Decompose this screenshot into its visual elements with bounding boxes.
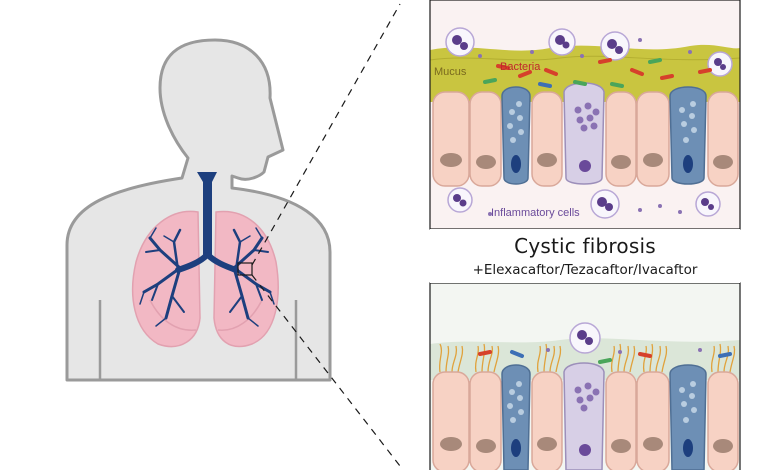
title-box: Cystic fibrosis +Elexacaftor/Tezacaftor/… bbox=[430, 229, 740, 283]
treated-airway-panel bbox=[430, 283, 740, 470]
zoom-lines bbox=[251, 3, 401, 467]
human-silhouette bbox=[65, 38, 332, 382]
inflammatory-cells-label: Inflammatory cells bbox=[491, 207, 580, 219]
cf-airway-panel bbox=[430, 0, 740, 229]
airway-tree bbox=[139, 172, 275, 327]
mucus-label: Mucus bbox=[434, 66, 467, 78]
condition-title: Cystic fibrosis bbox=[514, 234, 656, 258]
bacteria-label: Bacteria bbox=[500, 61, 541, 73]
zoom-box bbox=[237, 262, 253, 276]
treatment-subtitle: +Elexacaftor/Tezacaftor/Ivacaftor bbox=[472, 262, 698, 278]
